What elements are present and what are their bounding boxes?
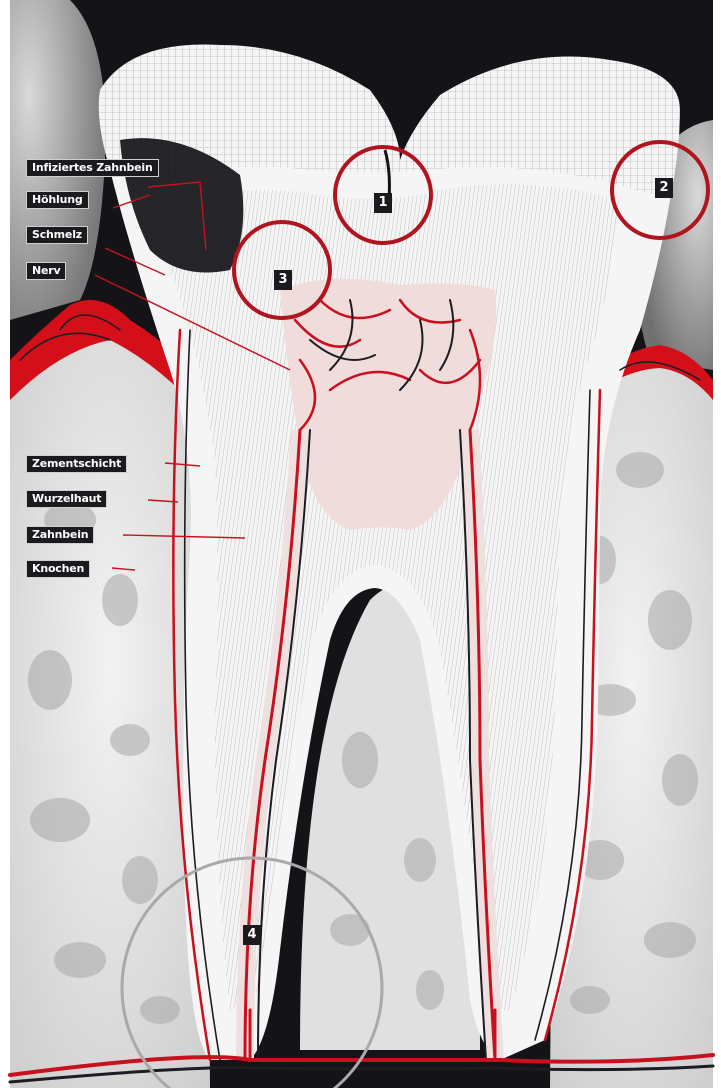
label-nerv: Nerv bbox=[26, 262, 66, 280]
label-schmelz: Schmelz bbox=[26, 226, 88, 244]
label-zahnbein: Zahnbein bbox=[26, 526, 94, 544]
marker-badge-3: 3 bbox=[274, 270, 292, 290]
white-margin-left bbox=[0, 0, 10, 1088]
marker-badge-1: 1 bbox=[374, 193, 392, 213]
label-zementschicht: Zementschicht bbox=[26, 455, 127, 473]
white-margin-right bbox=[713, 0, 721, 1088]
label-knochen: Knochen bbox=[26, 560, 90, 578]
label-infiziertes-zahnbein: Infiziertes Zahnbein bbox=[26, 159, 159, 177]
label-wurzelhaut: Wurzelhaut bbox=[26, 490, 107, 508]
label-hoehlung: Höhlung bbox=[26, 191, 89, 209]
marker-badge-4: 4 bbox=[243, 925, 261, 945]
marker-badge-2: 2 bbox=[655, 178, 673, 198]
